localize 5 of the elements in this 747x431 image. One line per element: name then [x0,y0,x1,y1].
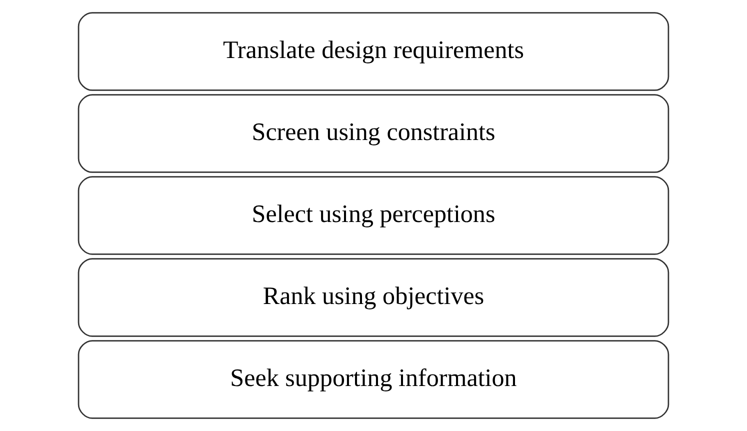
node-box: Translate design requirements [78,12,670,91]
node-box: Select using perceptions [78,176,670,255]
node-box: Seek supporting information [78,340,670,419]
node-box: Rank using objectives [78,258,670,337]
node-box: Screen using constraints [78,94,670,173]
